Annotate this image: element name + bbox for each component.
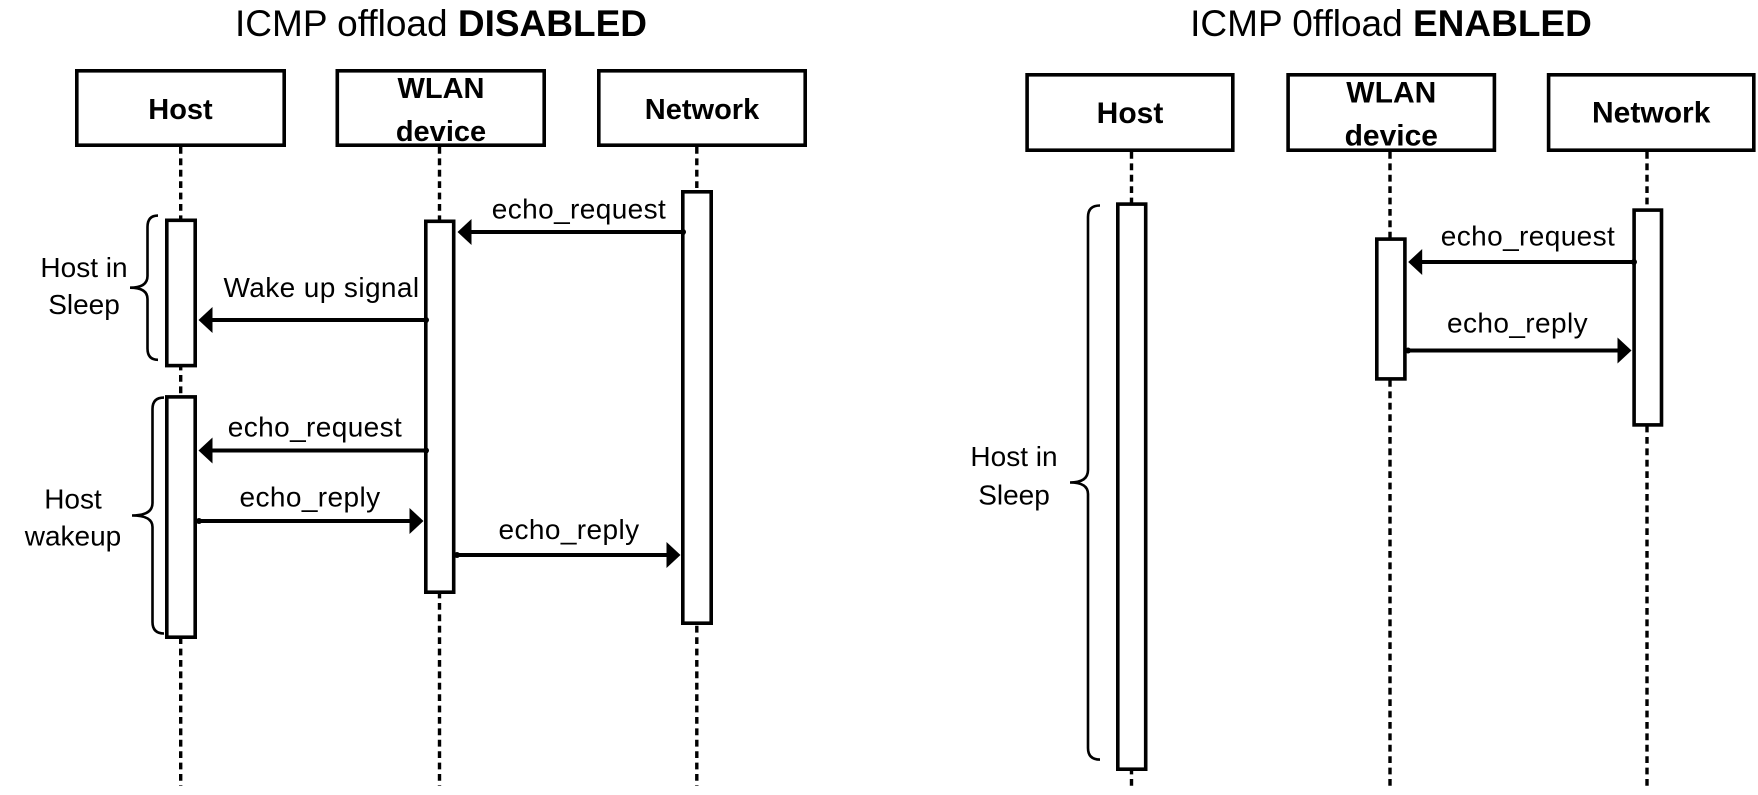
svg-text:device: device	[1345, 120, 1438, 153]
svg-text:ICMP 0ffload ENABLED: ICMP 0ffload ENABLED	[1190, 3, 1592, 44]
svg-text:wakeup: wakeup	[24, 521, 122, 552]
svg-text:WLAN: WLAN	[1346, 77, 1436, 110]
svg-text:Host: Host	[1097, 97, 1164, 130]
svg-text:Host in: Host in	[970, 441, 1057, 472]
svg-text:echo_request: echo_request	[1441, 221, 1615, 252]
svg-text:device: device	[396, 116, 486, 148]
svg-text:echo_request: echo_request	[228, 412, 402, 443]
svg-text:ICMP offload DISABLED: ICMP offload DISABLED	[235, 3, 647, 44]
svg-text:echo_reply: echo_reply	[1447, 308, 1588, 339]
svg-text:Host: Host	[44, 484, 102, 515]
svg-text:echo_request: echo_request	[492, 194, 666, 225]
svg-text:Sleep: Sleep	[48, 289, 120, 320]
svg-text:Sleep: Sleep	[978, 480, 1050, 511]
svg-text:echo_reply: echo_reply	[240, 482, 381, 513]
svg-text:WLAN: WLAN	[398, 73, 485, 105]
svg-text:Network: Network	[1592, 97, 1711, 130]
svg-text:Host: Host	[148, 94, 213, 126]
svg-text:Host in: Host in	[40, 252, 127, 283]
svg-text:Wake up signal: Wake up signal	[224, 272, 420, 303]
svg-text:Network: Network	[645, 94, 760, 126]
svg-text:echo_reply: echo_reply	[499, 514, 640, 545]
